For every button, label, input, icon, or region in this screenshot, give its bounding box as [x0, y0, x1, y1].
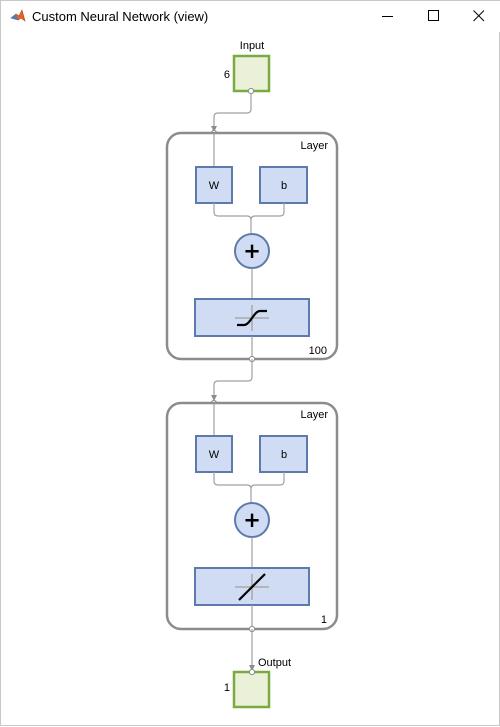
- output-label: Output: [258, 657, 291, 669]
- layer-1-size: 100: [309, 345, 327, 357]
- output-size: 1: [224, 682, 230, 694]
- maximize-button[interactable]: [411, 1, 457, 32]
- tansig-icon: [235, 305, 269, 331]
- input-node[interactable]: [232, 54, 271, 93]
- input-port: [247, 87, 255, 95]
- arrow-icon: [249, 665, 255, 671]
- matlab-icon: [10, 9, 26, 22]
- layer-2-bias-wire: [250, 472, 285, 490]
- layer-1-bias-wire: [250, 203, 285, 221]
- layer-1-weight-label: W: [209, 180, 220, 192]
- layer-2-bias-label: b: [281, 449, 287, 461]
- layer-1-label: Layer: [300, 140, 328, 152]
- arrow-icon: [211, 126, 217, 132]
- close-button[interactable]: [456, 1, 500, 32]
- layer-2[interactable]: Layer W b + 1: [165, 401, 339, 631]
- title-bar[interactable]: Custom Neural Network (view): [1, 1, 500, 32]
- layer-1-bias-label: b: [281, 180, 287, 192]
- purelin-icon: [235, 573, 269, 601]
- layer-2-weight-label: W: [209, 449, 220, 461]
- layer-connector: [213, 359, 253, 435]
- layer-1-weight[interactable]: [195, 166, 233, 204]
- output-port: [248, 668, 256, 676]
- input-size: 6: [224, 69, 230, 81]
- layer-1[interactable]: Layer W b + 100: [165, 131, 339, 361]
- close-icon: [473, 10, 485, 22]
- layer-2-bias[interactable]: [259, 435, 308, 473]
- minimize-button[interactable]: [365, 1, 411, 32]
- minimize-icon: [382, 16, 393, 17]
- layer-2-weight[interactable]: [195, 435, 233, 473]
- output-node[interactable]: [232, 670, 271, 709]
- arrow-icon: [211, 395, 217, 401]
- layer-2-label: Layer: [300, 409, 328, 421]
- input-connector: [213, 91, 252, 167]
- maximize-icon: [428, 10, 439, 21]
- layer-1-sum-symbol: +: [243, 239, 261, 263]
- input-label: Input: [240, 40, 264, 52]
- layer-2-size: 1: [321, 614, 327, 626]
- window-title: Custom Neural Network (view): [32, 9, 209, 24]
- layer-2-sum-symbol: +: [243, 508, 261, 532]
